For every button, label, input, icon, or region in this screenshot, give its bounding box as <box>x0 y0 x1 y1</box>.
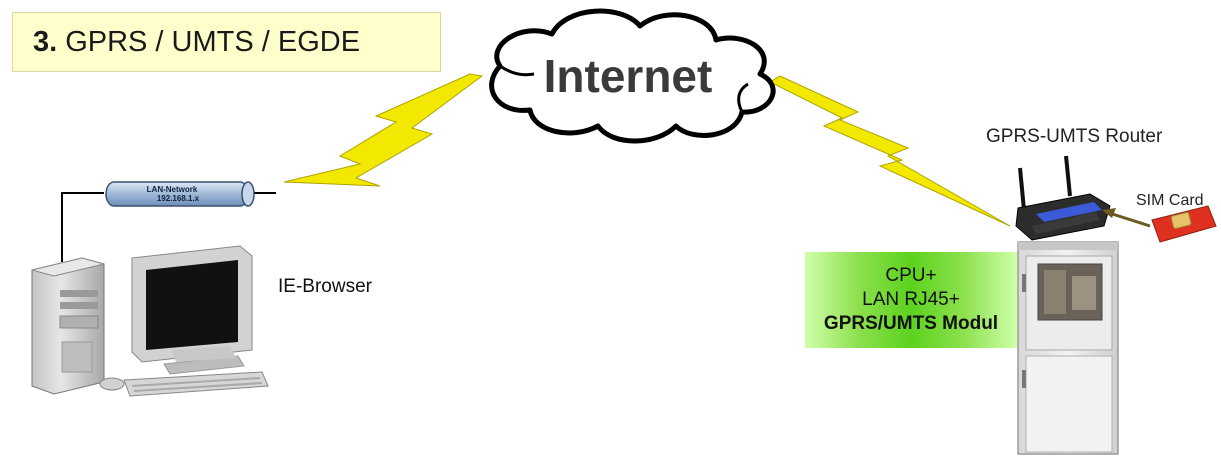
sim-arrow <box>1102 208 1151 228</box>
cpu-line-3-rest: Modul <box>936 312 999 334</box>
sim-card-label: SIM Card <box>1136 192 1204 209</box>
lightning-right-icon <box>768 75 1011 227</box>
cpu-line-2: LAN RJ45+ <box>862 289 960 311</box>
mouse-icon <box>99 377 125 391</box>
lan-network-subnet: 192.168.1.x <box>157 194 200 203</box>
cpu-module-box: CPU+ LAN RJ45+ GPRS/UMTS Modul <box>805 252 1017 348</box>
internet-cloud-icon <box>489 8 776 144</box>
monitor-icon <box>131 245 253 375</box>
title-banner: 3. GPRS / UMTS / EGDE <box>12 12 441 72</box>
router-icon <box>1015 155 1111 241</box>
lan-cable <box>61 192 276 262</box>
title-number: 3. <box>33 25 58 58</box>
pc-tower-icon <box>31 257 105 395</box>
cpu-line-3-bold: GPRS/UMTS <box>823 312 937 334</box>
lan-network-label: LAN-Network <box>147 185 198 194</box>
cpu-line-1: CPU+ <box>885 265 937 287</box>
lightning-left-icon <box>283 73 484 187</box>
cpu-line-3: GPRS/UMTS Modul <box>824 312 998 336</box>
keyboard-icon <box>123 371 269 397</box>
lan-network-pipe: LAN-Network 192.168.1.x <box>105 181 255 207</box>
ie-browser-label: IE-Browser <box>278 276 372 297</box>
cabinet-icon <box>1017 241 1119 455</box>
sim-card-icon <box>1151 205 1217 243</box>
router-label: GPRS-UMTS Router <box>986 126 1163 147</box>
title-text: GPRS / UMTS / EGDE <box>65 25 361 58</box>
internet-label: Internet <box>544 50 713 102</box>
